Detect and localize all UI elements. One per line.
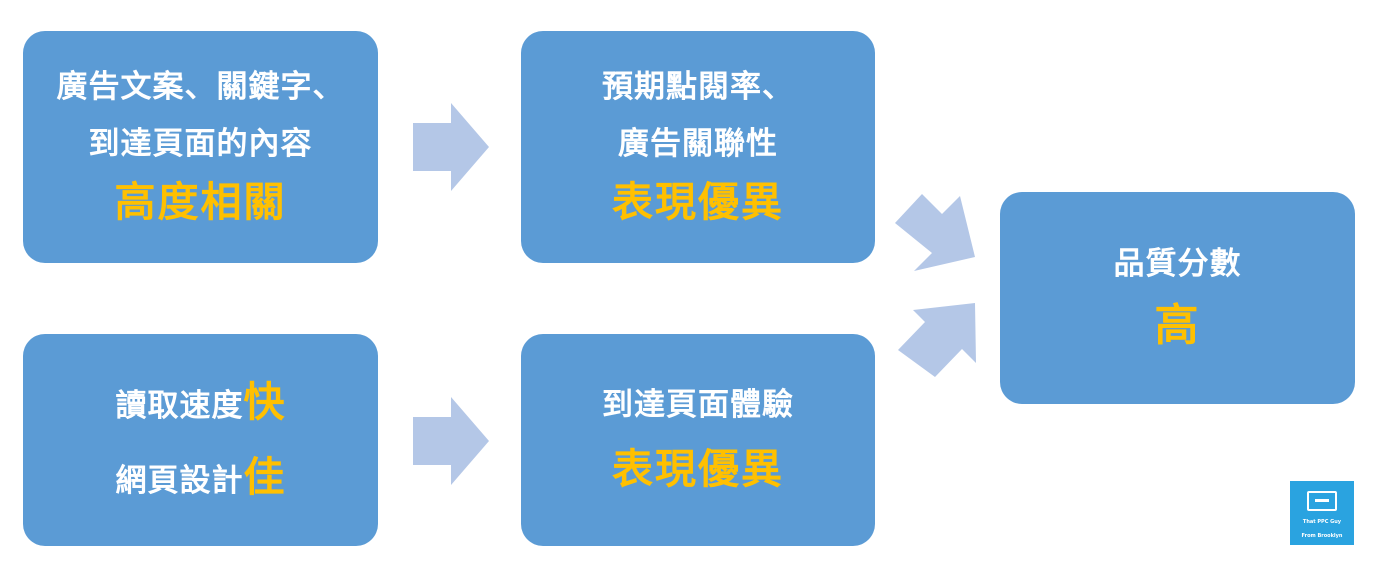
box-highlight: 表現優異 (612, 177, 784, 226)
arrow-down-right-icon (895, 194, 975, 271)
box-text: 網頁設計 (115, 463, 244, 499)
box-text-line: 到達頁面的內容 (88, 125, 313, 162)
quality-score-box: 品質分數 高 (1000, 192, 1355, 404)
box-text-line: 讀取速度快 (116, 382, 286, 423)
page-speed-design-box: 讀取速度快 網頁設計佳 (23, 334, 378, 546)
box-highlight: 快 (243, 378, 286, 426)
box-text-line: 網頁設計佳 (116, 457, 286, 498)
box-highlight: 佳 (243, 453, 286, 501)
landing-page-experience-box: 到達頁面體驗 表現優異 (521, 334, 875, 546)
box-highlight: 表現優異 (612, 445, 784, 493)
box-text-line: 品質分數 (1113, 245, 1242, 282)
content-relevance-box: 廣告文案、關鍵字、 到達頁面的內容 高度相關 (23, 31, 378, 263)
ctr-relevance-box: 預期點閱率、 廣告關聯性 表現優異 (521, 31, 875, 263)
box-text: 讀取速度 (115, 388, 244, 424)
box-text-line: 廣告關聯性 (618, 125, 778, 162)
logo-text: That PPC Guy (1302, 519, 1342, 525)
monitor-icon (1307, 491, 1337, 511)
arrow-right-icon (413, 103, 489, 191)
box-highlight: 高度相關 (114, 177, 287, 226)
arrow-right-icon (413, 397, 489, 485)
logo-text: From Brooklyn (1301, 533, 1343, 539)
box-text-line: 到達頁面體驗 (602, 387, 794, 423)
box-text-line: 廣告文案、關鍵字、 (56, 68, 345, 105)
brand-logo: That PPC Guy From Brooklyn (1290, 481, 1354, 545)
box-text-line: 預期點閱率、 (602, 68, 794, 105)
box-highlight: 高 (1154, 299, 1201, 351)
arrow-up-right-icon (898, 303, 976, 377)
